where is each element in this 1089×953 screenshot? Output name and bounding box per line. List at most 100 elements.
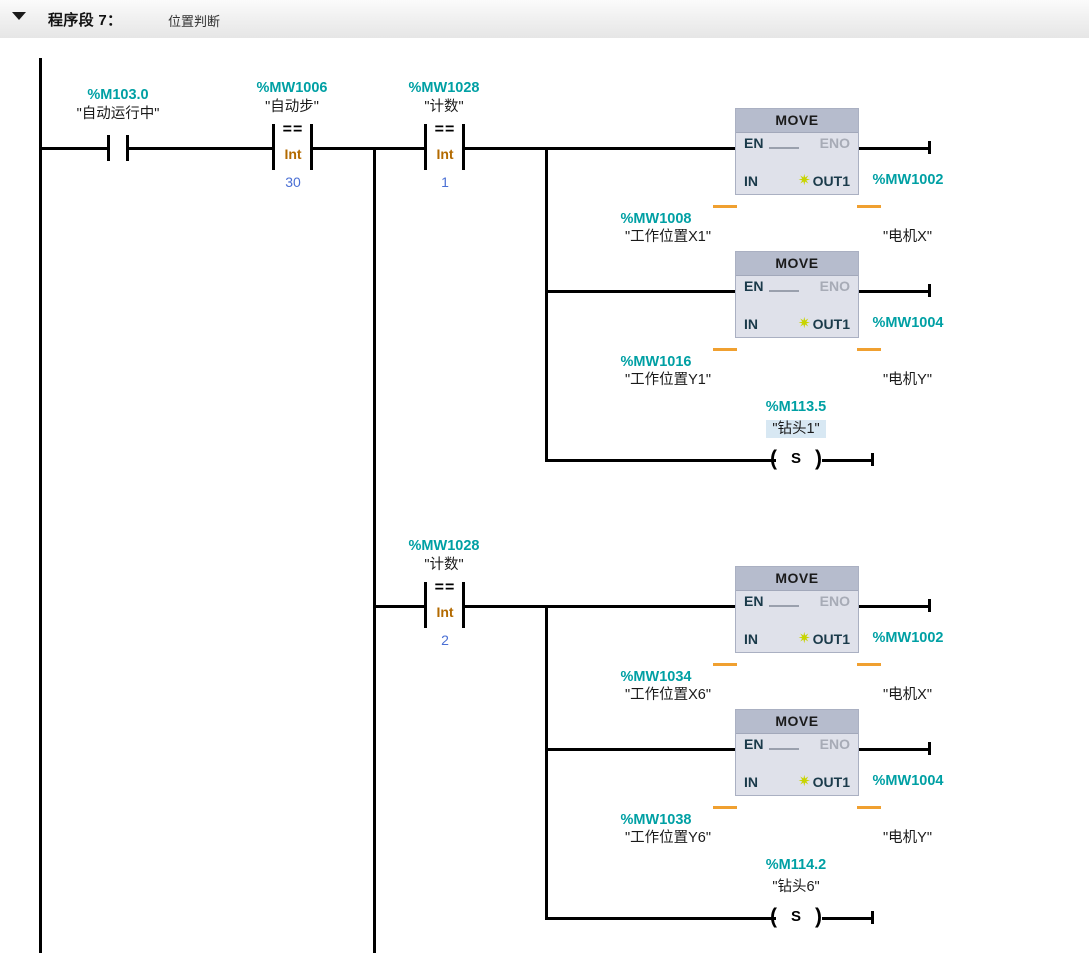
move-block-2-en: EN <box>744 278 764 294</box>
branch1-move1-en-wire <box>545 147 735 150</box>
branch1-coil-terminator <box>871 453 874 466</box>
move-block-3[interactable]: MOVE EN ENO IN ✷ OUT1 <box>735 566 859 653</box>
move-block-2[interactable]: MOVE EN ENO IN ✷ OUT1 <box>735 251 859 338</box>
sparkle-icon: ✷ <box>798 315 811 332</box>
move-block-2-eno: ENO <box>819 278 850 294</box>
set-coil-m113-5-address: %M113.5 <box>765 399 827 415</box>
move-block-1-eno: ENO <box>819 135 850 151</box>
branch2-after-compare-wire <box>463 605 548 608</box>
move-block-1-out-symbol: "电机X" <box>883 229 932 245</box>
move-block-3-in-address: %MW1034 <box>620 669 692 685</box>
move-block-3-out-symbol: "电机X" <box>883 687 932 703</box>
branch2-move2-en-wire <box>545 748 735 751</box>
branch2-output-bus <box>545 605 548 920</box>
set-coil-m113-5-symbol: "钻头1" <box>766 420 826 438</box>
network-comment: 位置判断 <box>168 14 221 29</box>
move-block-2-in-stub <box>713 348 737 351</box>
compare-mw1006-symbol: "自动步" <box>265 99 319 115</box>
branch1-move2-en-wire <box>545 290 735 293</box>
compare-value: 2 <box>441 632 449 648</box>
eno-line <box>769 748 799 750</box>
move-block-4-eno: ENO <box>819 736 850 752</box>
compare-datatype: Int <box>284 146 302 162</box>
move-block-1-en: EN <box>744 135 764 151</box>
compare-mw1028-b2-symbol: "计数" <box>424 557 464 573</box>
compare-value: 30 <box>285 174 301 190</box>
coil-left-paren: ( <box>770 447 777 470</box>
contact-right-bar <box>126 135 129 161</box>
contact-m103-0-address: %M103.0 <box>87 87 149 103</box>
move-block-3-out-address: %MW1002 <box>872 630 944 646</box>
contact-m103-0-symbol: "自动运行中" <box>76 106 160 122</box>
move-block-2-in-port: IN <box>744 316 758 332</box>
move-block-3-en: EN <box>744 593 764 609</box>
compare-mw1028-b1-address: %MW1028 <box>408 80 480 96</box>
sparkle-icon: ✷ <box>798 773 811 790</box>
left-power-rail <box>39 58 42 953</box>
move-block-4-title: MOVE <box>736 710 858 734</box>
compare-mw1028-b2-address: %MW1028 <box>408 538 480 554</box>
move-block-1-in-symbol: "工作位置X1" <box>624 229 711 245</box>
set-coil-m113-5-symbol-wrap: "钻头1" <box>726 420 866 439</box>
branch2-coil-wire <box>545 917 776 920</box>
coil-letter-s: S <box>790 908 801 925</box>
network-header-bar: 程序段 7： 位置判断 <box>0 0 1089 39</box>
eno-line <box>769 605 799 607</box>
coil-left-paren: ( <box>770 905 777 928</box>
triangle-down-icon[interactable] <box>12 12 26 20</box>
branch2-move1-en-wire <box>545 605 735 608</box>
sparkle-icon: ✷ <box>798 630 811 647</box>
compare-left-bar <box>272 124 275 170</box>
compare-right-bar <box>310 124 313 170</box>
compare-mw1006-address: %MW1006 <box>256 80 328 96</box>
move-block-2-out-port: OUT1 <box>812 316 850 332</box>
branch2-move1-terminator <box>928 599 931 612</box>
compare-datatype: Int <box>436 146 454 162</box>
branch1-move1-terminator <box>928 141 931 154</box>
coil-letter-s: S <box>790 450 801 467</box>
move-block-4[interactable]: MOVE EN ENO IN ✷ OUT1 <box>735 709 859 796</box>
move-block-3-eno: ENO <box>819 593 850 609</box>
move-block-2-out-address: %MW1004 <box>872 315 944 331</box>
network-title-prefix: 程序段 <box>48 12 94 29</box>
ladder-canvas: %M103.0 "自动运行中" == Int 30 %MW1006 "自动步" … <box>0 38 1089 953</box>
move-block-2-out-stub <box>857 348 881 351</box>
set-coil-m114-2-address: %M114.2 <box>765 857 827 873</box>
move-block-2-in-address: %MW1016 <box>620 354 692 370</box>
set-coil-m114-2-symbol: "钻头6" <box>772 879 820 895</box>
move-block-1-in-address: %MW1008 <box>620 211 692 227</box>
branch2-move1-eno-wire <box>859 605 930 608</box>
move-block-1-in-stub <box>713 205 737 208</box>
eno-line <box>769 290 799 292</box>
move-block-3-out-stub <box>857 663 881 666</box>
branch1-move2-terminator <box>928 284 931 297</box>
set-coil-m113-5[interactable]: ( S ) <box>770 446 822 472</box>
move-block-3-title: MOVE <box>736 567 858 591</box>
branch2-coil-terminator <box>871 911 874 924</box>
set-coil-m114-2[interactable]: ( S ) <box>770 904 822 930</box>
move-block-4-en: EN <box>744 736 764 752</box>
branch1-output-bus <box>545 147 548 462</box>
move-block-1-out-stub <box>857 205 881 208</box>
compare-datatype: Int <box>436 604 454 620</box>
move-block-1[interactable]: MOVE EN ENO IN ✷ OUT1 <box>735 108 859 195</box>
compare-operator: == <box>434 121 456 138</box>
compare-mw1028-b1-symbol: "计数" <box>424 99 464 115</box>
move-block-3-in-port: IN <box>744 631 758 647</box>
move-block-1-out-port: OUT1 <box>812 173 850 189</box>
move-block-4-in-stub <box>713 806 737 809</box>
move-block-1-out-address: %MW1002 <box>872 172 944 188</box>
compare-left-bar <box>424 582 427 628</box>
main-rung-wire-4 <box>463 147 547 150</box>
eno-line <box>769 147 799 149</box>
network-number: 7 <box>98 12 108 29</box>
move-block-4-out-stub <box>857 806 881 809</box>
coil-right-paren: ) <box>815 905 822 928</box>
move-block-2-in-symbol: "工作位置Y1" <box>624 372 711 388</box>
branch1-coil-tail-wire <box>822 459 874 462</box>
move-block-3-in-stub <box>713 663 737 666</box>
compare-value: 1 <box>441 174 449 190</box>
compare-right-bar <box>462 124 465 170</box>
coil-right-paren: ) <box>815 447 822 470</box>
move-block-4-in-address: %MW1038 <box>620 812 692 828</box>
